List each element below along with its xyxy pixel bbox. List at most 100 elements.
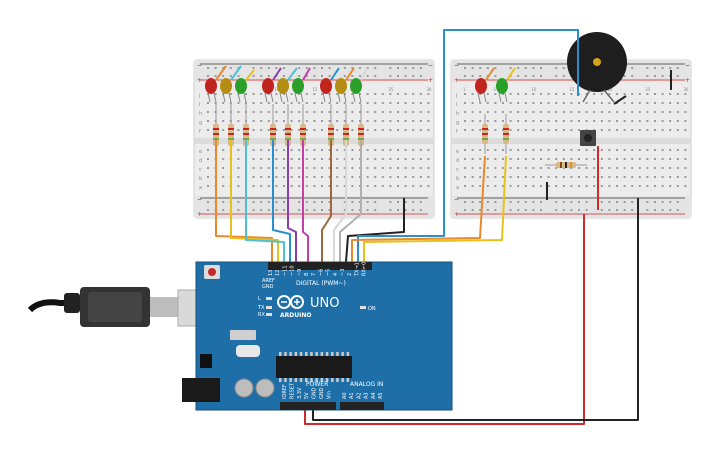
breadboard-hole[interactable] bbox=[397, 167, 399, 169]
rail-hole[interactable] bbox=[366, 209, 369, 211]
rail-hole[interactable] bbox=[237, 209, 240, 211]
breadboard-hole[interactable] bbox=[404, 149, 407, 151]
breadboard-hole[interactable] bbox=[427, 167, 430, 169]
breadboard-hole[interactable] bbox=[298, 158, 301, 160]
breadboard-hole[interactable] bbox=[532, 129, 535, 131]
rail-hole[interactable] bbox=[260, 201, 263, 203]
breadboard-hole[interactable] bbox=[494, 93, 497, 95]
breadboard-hole[interactable] bbox=[684, 93, 687, 95]
rail-hole[interactable] bbox=[359, 75, 361, 77]
breadboard-hole[interactable] bbox=[661, 185, 664, 187]
breadboard-hole[interactable] bbox=[336, 120, 339, 122]
breadboard-hole[interactable] bbox=[343, 111, 346, 113]
breadboard-hole[interactable] bbox=[229, 102, 232, 104]
breadboard-hole[interactable] bbox=[381, 149, 384, 151]
breadboard-hole[interactable] bbox=[479, 93, 482, 95]
breadboard-hole[interactable] bbox=[578, 149, 580, 151]
breadboard-hole[interactable] bbox=[290, 158, 293, 160]
rail-hole[interactable] bbox=[283, 67, 285, 69]
breadboard-hole[interactable] bbox=[623, 158, 626, 160]
breadboard-hole[interactable] bbox=[427, 185, 430, 187]
breadboard-hole[interactable] bbox=[222, 129, 225, 131]
rail-hole[interactable] bbox=[631, 201, 634, 203]
rail-hole[interactable] bbox=[389, 67, 392, 69]
breadboard-hole[interactable] bbox=[600, 176, 603, 178]
rail-hole[interactable] bbox=[412, 75, 415, 77]
breadboard-hole[interactable] bbox=[290, 93, 293, 95]
breadboard-hole[interactable] bbox=[623, 111, 626, 113]
breadboard-hole[interactable] bbox=[608, 158, 611, 160]
breadboard-hole[interactable] bbox=[532, 167, 535, 169]
rail-hole[interactable] bbox=[562, 67, 565, 69]
breadboard-hole[interactable] bbox=[351, 167, 354, 169]
breadboard-hole[interactable] bbox=[336, 167, 339, 169]
breadboard-hole[interactable] bbox=[555, 176, 558, 178]
breadboard-hole[interactable] bbox=[669, 111, 672, 113]
rail-hole[interactable] bbox=[275, 67, 278, 69]
rail-hole[interactable] bbox=[328, 209, 331, 211]
breadboard-hole[interactable] bbox=[359, 102, 361, 104]
breadboard-hole[interactable] bbox=[389, 111, 392, 113]
breadboard-hole[interactable] bbox=[517, 167, 520, 169]
rail-hole[interactable] bbox=[412, 209, 415, 211]
breadboard-hole[interactable] bbox=[517, 111, 520, 113]
breadboard-hole[interactable] bbox=[494, 111, 497, 113]
breadboard-hole[interactable] bbox=[532, 149, 535, 151]
breadboard-hole[interactable] bbox=[275, 102, 278, 104]
breadboard-hole[interactable] bbox=[600, 120, 603, 122]
rail-hole[interactable] bbox=[260, 75, 263, 77]
rail-hole[interactable] bbox=[654, 209, 656, 211]
breadboard-hole[interactable] bbox=[646, 120, 649, 122]
wire-magenta[interactable] bbox=[302, 140, 309, 262]
breadboard-hole[interactable] bbox=[404, 185, 407, 187]
rail-hole[interactable] bbox=[585, 201, 588, 203]
breadboard-hole[interactable] bbox=[646, 102, 649, 104]
rail-hole[interactable] bbox=[631, 209, 634, 211]
breadboard-hole[interactable] bbox=[336, 185, 339, 187]
breadboard-hole[interactable] bbox=[222, 176, 225, 178]
breadboard-hole[interactable] bbox=[509, 167, 512, 169]
breadboard-hole[interactable] bbox=[260, 102, 263, 104]
rail-hole[interactable] bbox=[229, 67, 232, 69]
breadboard-hole[interactable] bbox=[464, 176, 466, 178]
wire-orange[interactable] bbox=[215, 140, 273, 262]
breadboard-hole[interactable] bbox=[502, 149, 504, 151]
breadboard-hole[interactable] bbox=[676, 102, 679, 104]
breadboard-hole[interactable] bbox=[616, 158, 618, 160]
breadboard-hole[interactable] bbox=[427, 158, 430, 160]
breadboard-hole[interactable] bbox=[290, 102, 293, 104]
breadboard-hole[interactable] bbox=[366, 129, 369, 131]
rail-hole[interactable] bbox=[562, 201, 565, 203]
breadboard-hole[interactable] bbox=[585, 176, 588, 178]
rail-hole[interactable] bbox=[471, 209, 474, 211]
breadboard-hole[interactable] bbox=[623, 102, 626, 104]
breadboard-hole[interactable] bbox=[336, 111, 339, 113]
breadboard-hole[interactable] bbox=[654, 129, 656, 131]
breadboard-hole[interactable] bbox=[669, 120, 672, 122]
breadboard-hole[interactable] bbox=[381, 111, 384, 113]
breadboard-hole[interactable] bbox=[623, 129, 626, 131]
breadboard-hole[interactable] bbox=[381, 129, 384, 131]
breadboard-hole[interactable] bbox=[676, 158, 679, 160]
breadboard-hole[interactable] bbox=[471, 185, 474, 187]
breadboard-hole[interactable] bbox=[222, 111, 225, 113]
breadboard-hole[interactable] bbox=[524, 176, 527, 178]
breadboard-hole[interactable] bbox=[328, 167, 331, 169]
breadboard-hole[interactable] bbox=[397, 158, 399, 160]
breadboard-hole[interactable] bbox=[669, 149, 672, 151]
breadboard-hole[interactable] bbox=[585, 102, 588, 104]
breadboard-hole[interactable] bbox=[676, 176, 679, 178]
reset-button[interactable] bbox=[208, 268, 216, 276]
breadboard-hole[interactable] bbox=[283, 149, 285, 151]
breadboard-hole[interactable] bbox=[267, 102, 270, 104]
breadboard-hole[interactable] bbox=[374, 158, 377, 160]
breadboard-hole[interactable] bbox=[397, 149, 399, 151]
rail-hole[interactable] bbox=[298, 75, 301, 77]
rail-hole[interactable] bbox=[654, 67, 656, 69]
breadboard-hole[interactable] bbox=[252, 129, 255, 131]
breadboard-hole[interactable] bbox=[646, 93, 649, 95]
breadboard-hole[interactable] bbox=[412, 176, 415, 178]
breadboard-hole[interactable] bbox=[321, 185, 323, 187]
breadboard-hole[interactable] bbox=[214, 102, 217, 104]
